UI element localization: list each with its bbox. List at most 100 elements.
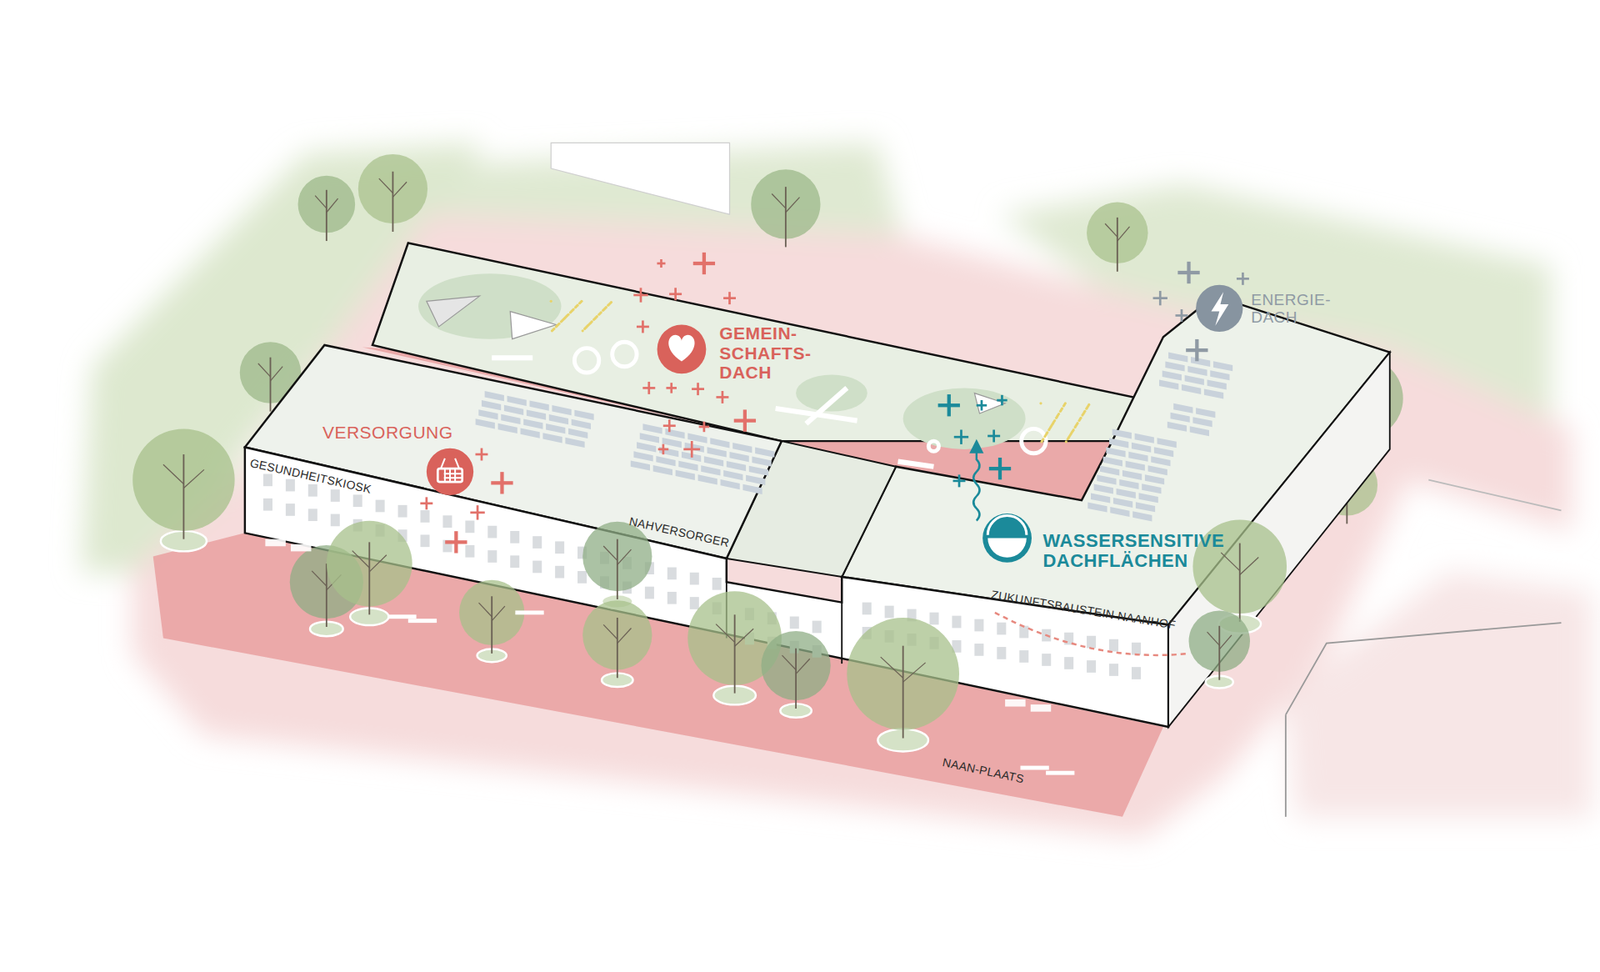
flower-dot <box>1039 401 1042 405</box>
plus-symbol <box>685 441 700 456</box>
solar-panel <box>659 446 679 457</box>
window <box>1019 650 1029 663</box>
solar-panel <box>687 433 707 444</box>
tree-branch <box>795 658 810 674</box>
window <box>487 525 497 539</box>
tree-trunk <box>1218 625 1220 680</box>
tree-trunk <box>1116 217 1119 272</box>
window <box>285 503 295 516</box>
solar-panel <box>1168 352 1188 363</box>
plus-bar <box>480 449 484 460</box>
plaza-bench <box>515 610 544 615</box>
solar-panel <box>1210 370 1230 380</box>
plus-bar <box>696 384 700 395</box>
window <box>285 479 295 492</box>
plaza-bench <box>1045 770 1075 775</box>
flower-dot <box>1087 403 1090 406</box>
plus-symbol <box>421 498 432 509</box>
window <box>645 586 655 600</box>
solar-panel <box>1207 379 1227 390</box>
bench <box>898 461 935 467</box>
tree-branch <box>479 602 493 617</box>
tree <box>132 428 235 539</box>
plus-symbol <box>667 384 676 393</box>
solar-panel <box>542 432 562 443</box>
solar-panel <box>662 437 682 448</box>
solar-panel <box>678 460 698 471</box>
plaza-bench <box>408 618 437 623</box>
solar-panel <box>526 409 546 420</box>
energy-icon <box>1195 285 1243 332</box>
shade-sail <box>510 311 556 340</box>
plus-bar <box>640 289 643 302</box>
solar-panel <box>1190 356 1210 367</box>
plus-bar <box>500 473 504 492</box>
solar-panel <box>710 437 730 448</box>
flower-dot <box>1072 428 1075 431</box>
tree-trunk <box>616 617 619 678</box>
flower-dot <box>557 322 560 325</box>
window <box>465 545 475 558</box>
tree-trunk <box>392 171 395 232</box>
plus-bar <box>454 532 458 551</box>
solar-panel <box>1170 412 1190 423</box>
solar-panel <box>749 465 769 476</box>
ring-seat <box>1021 428 1046 453</box>
window <box>420 534 430 547</box>
flower-dot <box>1050 424 1053 427</box>
tree-branch <box>1105 223 1118 237</box>
tree-branch <box>1240 556 1260 575</box>
tree-trunk <box>795 648 797 709</box>
lawn-patch <box>903 387 1026 449</box>
plaza-table <box>290 544 311 552</box>
solar-panel <box>568 428 588 439</box>
solar-panel <box>642 423 662 434</box>
icons <box>426 285 1244 563</box>
solar-panel <box>1096 475 1116 485</box>
plus-symbol <box>717 391 728 402</box>
tree-branch <box>781 655 796 670</box>
solar-panel <box>1132 510 1152 521</box>
flower-dot <box>1065 440 1068 443</box>
tree-branch <box>315 195 327 209</box>
plus-bar <box>425 498 428 509</box>
solar-panel <box>1100 465 1120 476</box>
window <box>420 510 430 523</box>
tree-branch <box>369 555 387 572</box>
tree <box>846 617 960 739</box>
solar-panel <box>665 428 685 439</box>
tree <box>760 630 830 709</box>
window <box>1041 653 1051 666</box>
solar-panel <box>1113 497 1133 508</box>
flower-dot <box>1075 421 1079 425</box>
window <box>555 540 565 554</box>
solar-panel <box>720 479 740 490</box>
plus-bar <box>660 260 663 266</box>
tree <box>326 520 413 615</box>
window <box>667 567 677 580</box>
solar-panel <box>726 460 746 471</box>
zone-label: ENERGIE- DACH <box>1250 290 1343 327</box>
plus-symbol <box>940 395 959 415</box>
solar-panel <box>1103 455 1123 466</box>
window <box>862 602 872 615</box>
plus-bar <box>1159 291 1162 305</box>
neighbour-building <box>1428 480 1561 511</box>
solar-panel <box>1145 474 1165 485</box>
window <box>690 596 700 610</box>
solar-panel <box>1122 470 1142 480</box>
solar-panel <box>1185 375 1205 385</box>
window <box>263 473 273 486</box>
flower-dot <box>586 324 590 327</box>
solar-panel <box>481 400 501 410</box>
window <box>308 484 318 497</box>
window <box>330 514 340 527</box>
solar-panel <box>732 442 752 453</box>
tree-trunk <box>325 563 328 627</box>
window <box>510 530 520 544</box>
solar-panel <box>478 409 498 420</box>
flower-dot <box>1060 407 1064 410</box>
neighbour-building <box>550 142 730 215</box>
window <box>667 591 677 605</box>
plus-symbol <box>446 532 465 551</box>
